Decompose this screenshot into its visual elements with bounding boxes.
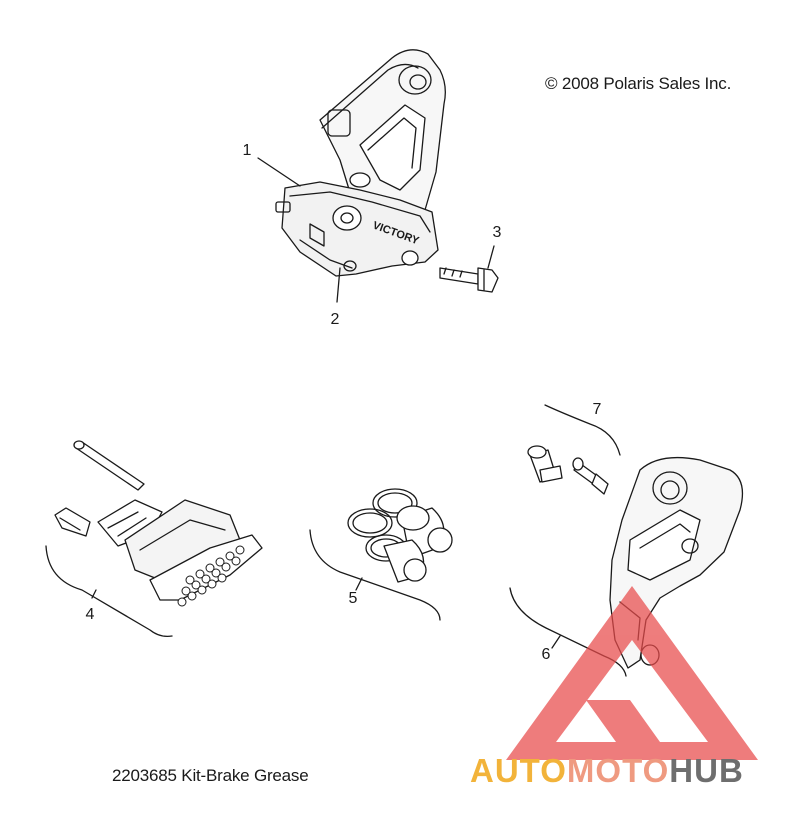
mounting-bolt (439, 267, 499, 293)
leader-1 (257, 157, 301, 187)
callout-2: 2 (330, 311, 340, 328)
group-bracket-4 (45, 545, 173, 638)
watermark-logo-icon (506, 586, 758, 760)
callout-6: 6 (541, 646, 551, 663)
brand-moto: MOTO (566, 752, 670, 789)
caliper-bracket (319, 49, 446, 233)
callout-3: 3 (492, 224, 502, 241)
callout-1: 1 (242, 142, 252, 159)
callout-7: 7 (592, 401, 602, 418)
leader-6 (551, 635, 561, 649)
leader-2 (336, 267, 341, 303)
callout-4: 4 (85, 606, 95, 623)
copyright-notice: © 2008 Polaris Sales Inc. (545, 74, 732, 93)
leader-5 (355, 577, 363, 591)
group-bracket-7 (544, 404, 621, 456)
watermark-brand: AUTOMOTOHUB (470, 752, 744, 790)
leader-4 (91, 589, 97, 599)
brand-auto: AUTO (470, 752, 567, 789)
brand-hub: HUB (669, 752, 744, 789)
kit-note: 2203685 Kit-Brake Grease (112, 766, 309, 785)
group-bracket-5 (309, 529, 441, 621)
caliper-body (275, 172, 439, 277)
group-bracket-6 (509, 587, 627, 677)
leader-3 (487, 245, 495, 269)
callout-5: 5 (348, 590, 358, 607)
bleeder-screws (527, 445, 609, 495)
brake-pad-kit (54, 440, 263, 607)
piston-seal-kit (347, 488, 453, 583)
